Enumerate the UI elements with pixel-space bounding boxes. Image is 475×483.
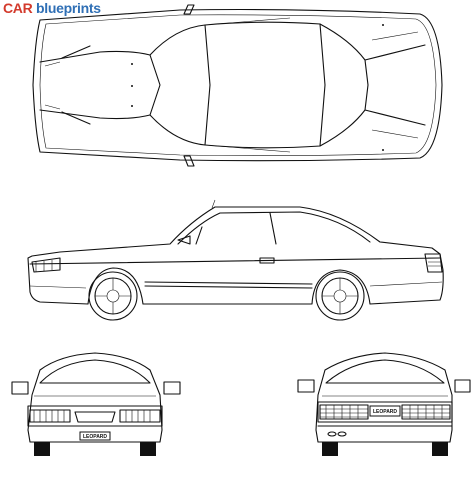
car-blueprints-logo: CAR blueprints	[3, 0, 101, 16]
front-view: LEOPARD	[11, 352, 181, 456]
logo-blueprints-text: blueprints	[32, 0, 101, 16]
rear-plate-text: LEOPARD	[373, 409, 397, 415]
front-plate-text: LEOPARD	[83, 434, 107, 440]
logo-car-text: CAR	[3, 0, 33, 16]
rear-view: LEOPARD	[297, 352, 471, 456]
side-view	[27, 199, 444, 321]
top-view	[32, 4, 443, 167]
